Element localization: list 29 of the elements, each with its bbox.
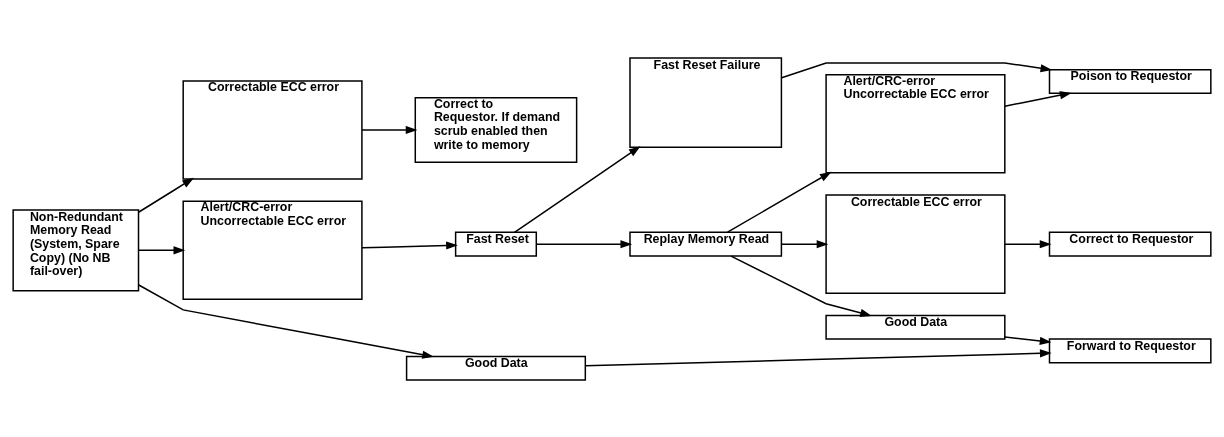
node-box: Forward to Requestor bbox=[1048, 337, 1212, 363]
node-box: Good Data bbox=[405, 355, 587, 381]
node-box: Correct to Requestor bbox=[1048, 231, 1212, 257]
arrow bbox=[1004, 90, 1072, 107]
node-box: Replay Memory Read bbox=[629, 231, 783, 257]
node-box: Correct to Requestor. If demand scrub enabled then write to memory bbox=[414, 96, 578, 163]
arrow bbox=[513, 145, 641, 233]
arrow bbox=[137, 177, 194, 213]
arrow bbox=[781, 239, 829, 248]
arrow bbox=[1004, 239, 1052, 248]
arrow bbox=[780, 61, 1053, 78]
arrow bbox=[361, 240, 458, 250]
arrow bbox=[535, 239, 633, 248]
node-box: Correctable ECC error bbox=[825, 193, 1006, 294]
arrow bbox=[584, 348, 1052, 367]
arrow bbox=[730, 254, 872, 317]
node-box: Alert/CRC-error Uncorrectable ECC error bbox=[825, 73, 1006, 173]
node-box: Poison to Requestor bbox=[1048, 68, 1212, 94]
arrow bbox=[138, 283, 434, 359]
node-box: Correctable ECC error bbox=[182, 79, 363, 180]
node-box: Fast Reset bbox=[454, 231, 538, 257]
node-box: Good Data bbox=[825, 314, 1006, 340]
node-box: Fast Reset Failure bbox=[629, 56, 783, 148]
node-box: Non-Redundant Memory Read (System, Spare Copy) (No NB fail-over) bbox=[12, 208, 140, 291]
node-box: Alert/CRC-error Uncorrectable ECC error bbox=[182, 200, 363, 300]
arrow bbox=[361, 125, 418, 134]
arrow bbox=[1004, 335, 1052, 345]
arrow bbox=[137, 245, 186, 254]
arrow bbox=[726, 171, 832, 233]
